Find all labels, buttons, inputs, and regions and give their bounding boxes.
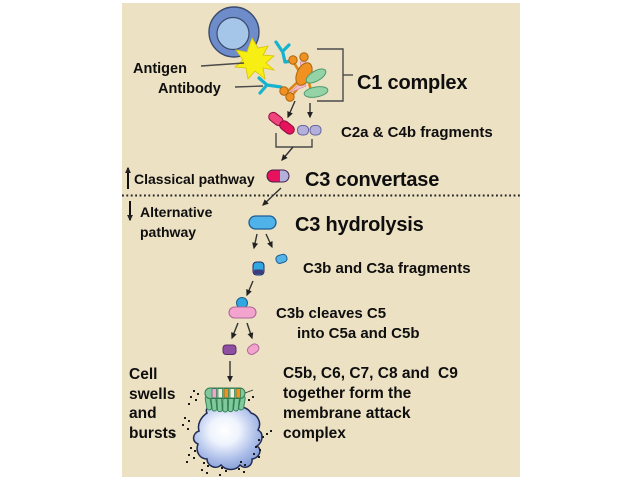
target-cell-icon — [208, 6, 260, 58]
c2a-c4b-fragments-label: C2a & C4b fragments — [341, 124, 493, 141]
cell-swells-label-line3: and — [129, 405, 157, 422]
diagram-panel — [122, 3, 520, 477]
antigen-label: Antigen — [133, 61, 187, 77]
c3b-cleaves-label-line1: C3b cleaves C5 — [276, 305, 386, 322]
antibody-icon — [257, 40, 294, 95]
c3b-cleaves-label-line2: into C5a and C5b — [297, 325, 420, 342]
c5a-fragment-icon — [246, 343, 260, 355]
fragment-bracket — [275, 133, 313, 148]
c2a-fragment-icon — [268, 111, 295, 135]
c3-hydrolysis-label: C3 hydrolysis — [295, 214, 424, 236]
cell-swells-label-line4: bursts — [129, 425, 176, 442]
c3-convertase-label: C3 convertase — [305, 169, 439, 191]
c3-pill-icon — [248, 215, 277, 230]
c1-complex-icon — [279, 52, 329, 102]
flow-arrow — [265, 233, 273, 249]
c3a-fragment-icon — [275, 253, 288, 264]
cell-swells-label-line2: swells — [129, 386, 176, 403]
antigen-pointer-line — [200, 62, 245, 67]
c4b-fragment-icon — [297, 125, 322, 136]
antibody-label: Antibody — [158, 81, 221, 97]
c3b-c3a-fragments-label: C3b and C3a fragments — [303, 260, 471, 277]
flow-arrow — [246, 322, 254, 340]
antigen-icon — [234, 37, 276, 80]
mac-description-line1: C5b, C6, C7, C8 and C9 — [283, 365, 458, 382]
mac-icon — [204, 387, 254, 413]
c1-bracket — [317, 48, 353, 102]
c5b-fragment-icon — [222, 344, 237, 355]
burst-dots — [172, 390, 272, 476]
lysed-cell-icon — [192, 406, 263, 471]
c3-convertase-icon — [266, 169, 290, 183]
antibody-pointer-line — [234, 85, 264, 88]
mac-description-line3: membrane attack — [283, 405, 411, 422]
c3b-c5-complex-icon — [228, 297, 257, 319]
alternative-pathway-label-line2: pathway — [140, 224, 196, 240]
flow-arrow — [281, 146, 294, 161]
classical-pathway-label: Classical pathway — [134, 171, 255, 187]
flow-arrow — [231, 322, 239, 340]
cell-swells-label-line1: Cell — [129, 366, 157, 383]
c3b-fragment-icon — [252, 261, 265, 276]
flow-arrow — [246, 280, 254, 297]
c1-complex-label: C1 complex — [357, 72, 467, 94]
flow-arrow — [252, 233, 259, 250]
mac-description-line4: complex — [283, 425, 346, 442]
alternative-pathway-label-line1: Alternative — [140, 204, 213, 220]
flow-arrow — [262, 187, 282, 206]
mac-description-line2: together form the — [283, 385, 412, 402]
flow-arrow — [287, 100, 296, 119]
